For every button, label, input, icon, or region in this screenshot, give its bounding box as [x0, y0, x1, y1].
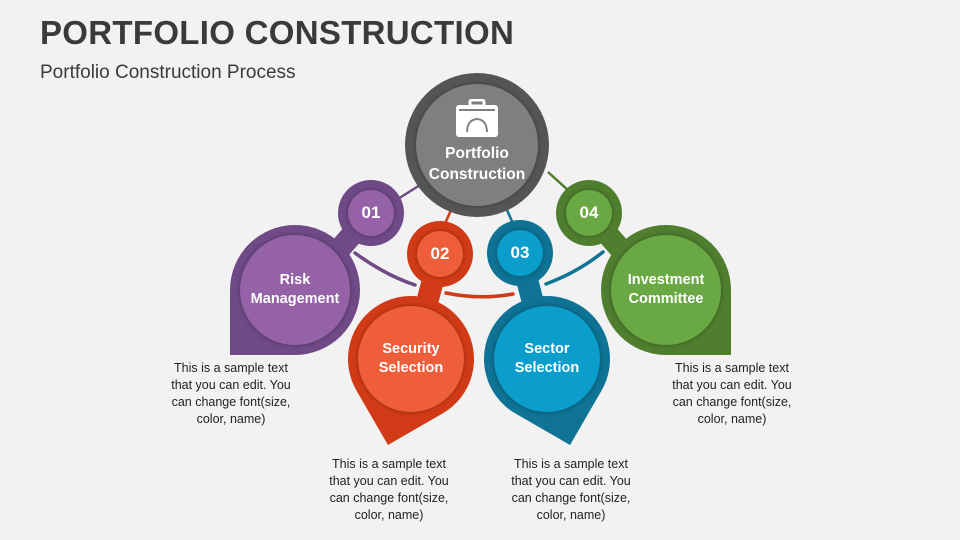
briefcase-hardhat-icon: [456, 99, 498, 137]
slide-subtitle: Portfolio Construction Process: [40, 62, 296, 83]
desc-line: can change font(size,: [672, 395, 792, 409]
number-ring-04: 04: [556, 180, 622, 246]
desc-line: color, name): [536, 508, 606, 522]
desc-line: color, name): [354, 508, 424, 522]
number-badge-03: 03: [497, 230, 543, 276]
number-ring-01: 01: [338, 180, 404, 246]
desc-line: This is a sample text: [514, 457, 628, 471]
description-04: This is a sample text that you can edit. …: [652, 360, 812, 428]
step-label-02-line1: Security: [382, 341, 440, 357]
desc-line: can change font(size,: [329, 491, 449, 505]
step-label-04-line2: Committee: [628, 291, 704, 307]
desc-line: that you can edit. You: [329, 474, 449, 488]
number-badge-02: 02: [417, 231, 463, 277]
number-ring-03: 03: [487, 220, 553, 286]
desc-line: color, name): [697, 412, 767, 426]
number-badge-01: 01: [348, 190, 394, 236]
description-01: This is a sample text that you can edit. …: [151, 360, 311, 428]
number-ring-02: 02: [407, 221, 473, 287]
center-ring: Portfolio Construction: [405, 73, 549, 217]
desc-line: that you can edit. You: [672, 378, 792, 392]
step-label-03-line1: Sector: [524, 341, 570, 357]
number-badge-04: 04: [566, 190, 612, 236]
desc-line: that you can edit. You: [511, 474, 631, 488]
arc-purple: [353, 251, 417, 287]
desc-line: can change font(size,: [171, 395, 291, 409]
step-label-01-line1: Risk: [279, 272, 311, 288]
arc-red: [444, 291, 515, 299]
slide-title: PORTFOLIO CONSTRUCTION: [40, 14, 515, 51]
description-03: This is a sample text that you can edit. …: [491, 456, 651, 524]
step-label-01-line2: Management: [250, 291, 340, 307]
desc-line: This is a sample text: [332, 457, 446, 471]
desc-line: This is a sample text: [675, 361, 789, 375]
desc-line: This is a sample text: [174, 361, 288, 375]
arc-blue: [544, 250, 605, 286]
center-label-line1: Portfolio: [445, 145, 509, 162]
step-label-03-line2: Selection: [514, 360, 580, 376]
center-circle: Portfolio Construction: [416, 84, 538, 206]
desc-line: color, name): [196, 412, 266, 426]
desc-line: can change font(size,: [511, 491, 631, 505]
desc-line: that you can edit. You: [171, 378, 291, 392]
step-label-04-line1: Investment: [627, 272, 705, 288]
description-02: This is a sample text that you can edit. …: [309, 456, 469, 524]
step-label-02-line2: Selection: [378, 360, 444, 376]
center-label-line2: Construction: [428, 166, 526, 183]
